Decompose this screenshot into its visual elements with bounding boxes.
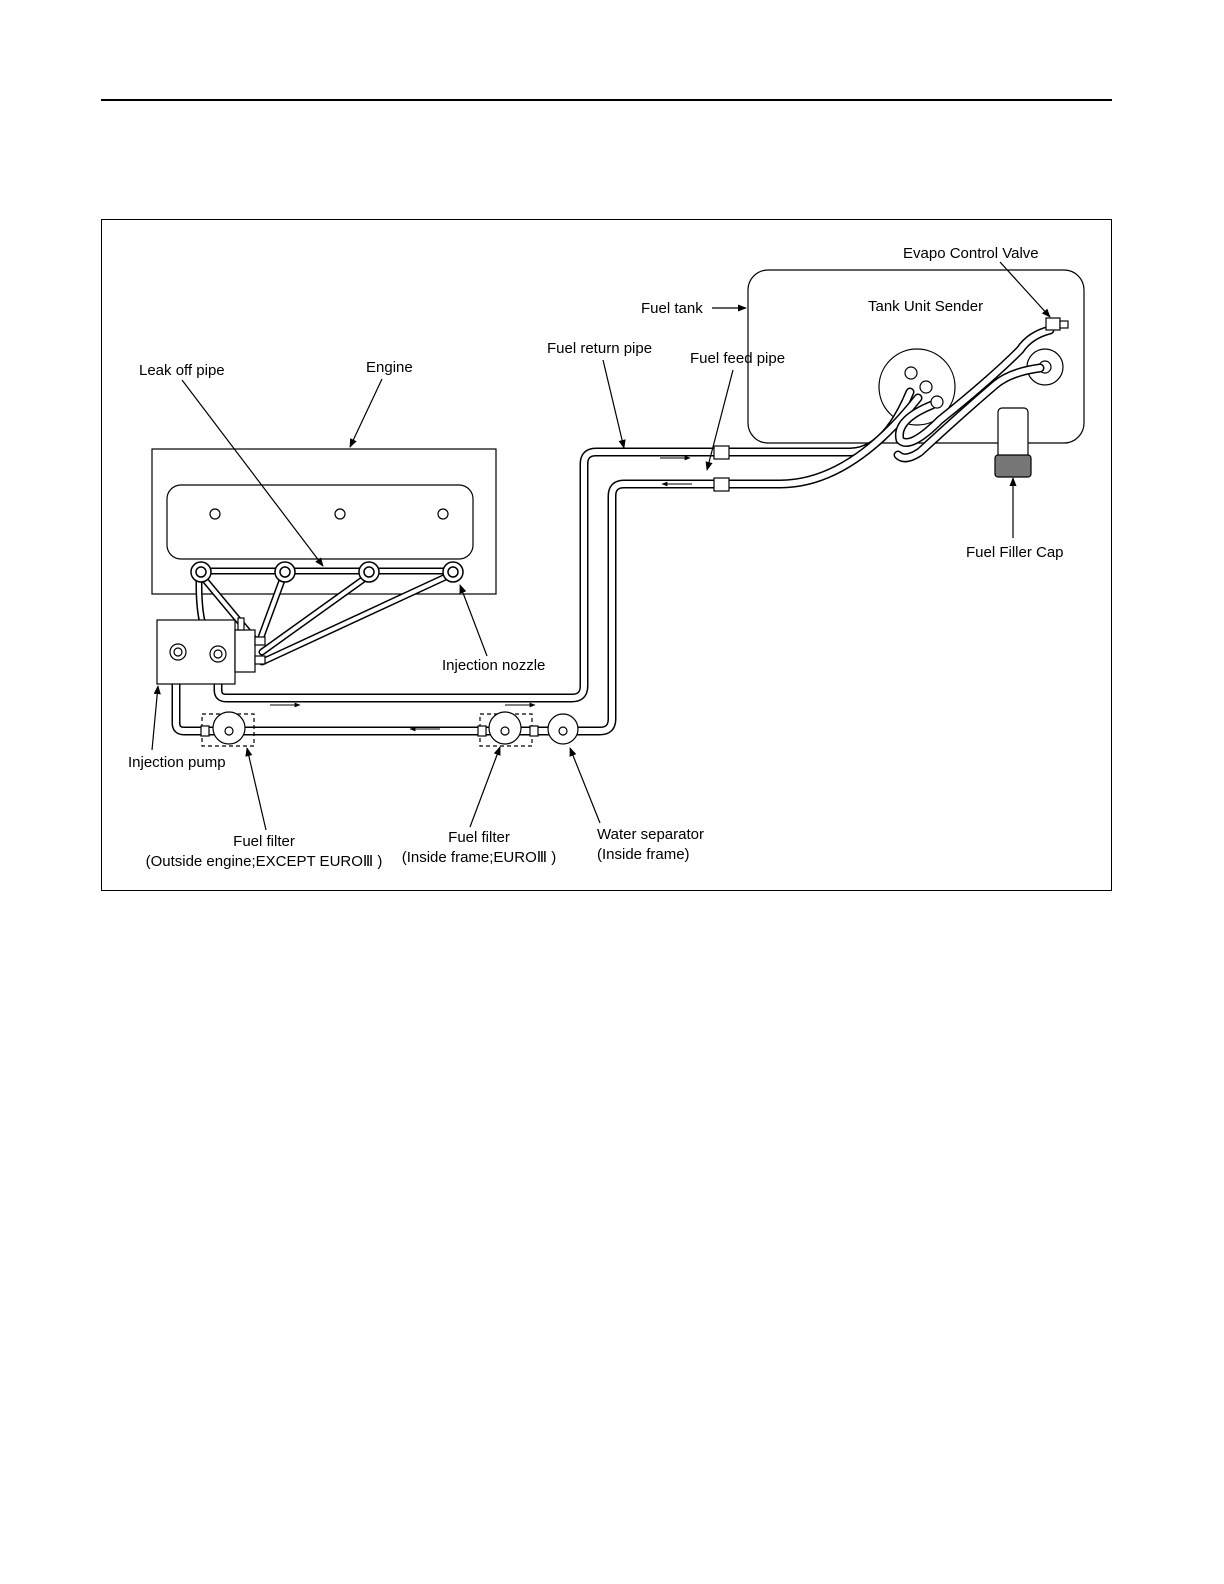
label-injection-nozzle: Injection nozzle <box>442 657 545 674</box>
label-injection-pump: Injection pump <box>128 754 226 771</box>
label-fuel-return-pipe: Fuel return pipe <box>547 340 652 357</box>
label-fuel-filter-inside-1: Fuel filter <box>448 829 510 846</box>
label-evapo-control-valve: Evapo Control Valve <box>903 245 1039 262</box>
fuel-filler-cap <box>995 408 1031 477</box>
label-fuel-filter-outside-2: (Outside engine;EXCEPT EUROⅢ ) <box>146 853 383 870</box>
label-tank-unit-sender: Tank Unit Sender <box>868 298 983 315</box>
label-fuel-filter-outside-1: Fuel filter <box>233 833 295 850</box>
label-fuel-filter-inside-2: (Inside frame;EUROⅢ ) <box>402 849 557 866</box>
pipe-couplings <box>714 446 729 491</box>
label-engine: Engine <box>366 359 413 376</box>
label-fuel-filler-cap: Fuel Filler Cap <box>966 544 1064 561</box>
label-leak-off-pipe: Leak off pipe <box>139 362 225 379</box>
water-separator <box>548 714 578 744</box>
label-water-separator-1: Water separator <box>597 826 704 843</box>
label-water-separator-2: (Inside frame) <box>597 846 690 863</box>
label-fuel-feed-pipe: Fuel feed pipe <box>690 350 785 367</box>
label-fuel-tank: Fuel tank <box>641 300 703 317</box>
